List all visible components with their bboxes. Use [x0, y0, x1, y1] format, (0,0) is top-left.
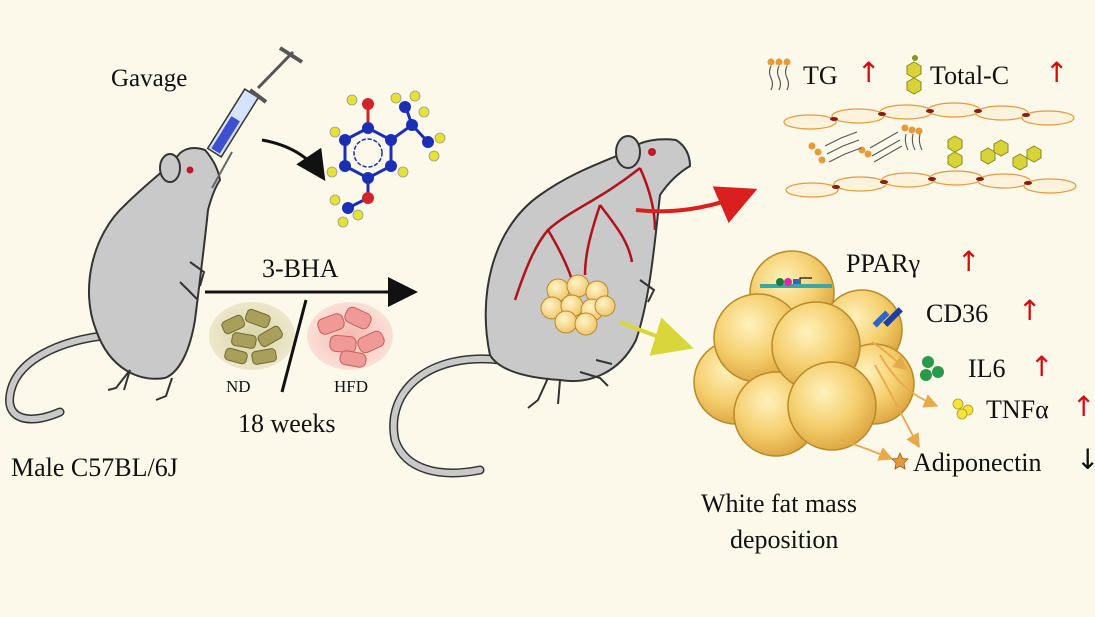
outcome-line-1: White fat mass	[701, 489, 857, 518]
ppar-label: PPARγ	[846, 249, 921, 278]
cd36-label: CD36	[926, 299, 989, 328]
lipid-arrow	[635, 186, 758, 224]
diet-divider	[280, 299, 308, 393]
fat-cell-icon	[693, 250, 915, 457]
adiponectin-label: Adiponectin	[913, 448, 1042, 477]
fat-cluster-icon	[540, 274, 616, 336]
tnf-up-arrow: ↑	[1072, 390, 1095, 423]
il6-label: IL6	[968, 354, 1006, 383]
total-c-label: Total-C	[930, 61, 1010, 90]
star-icon	[891, 452, 909, 470]
duration-label: 18 weeks	[238, 409, 336, 438]
cd36-up-arrow: ↑	[1018, 294, 1042, 327]
membrane-bottom	[785, 170, 1077, 198]
gavage-arrow	[261, 138, 326, 181]
dna-icon	[760, 277, 832, 288]
mouse-strain-label: Male C57BL/6J	[11, 453, 178, 482]
gavage-label: Gavage	[111, 65, 188, 92]
membrane-top	[783, 102, 1075, 130]
vessel-icon	[513, 167, 657, 301]
receptor-icon	[872, 307, 903, 328]
total-c-up-arrow: ↑	[1045, 56, 1069, 89]
nd-label: ND	[226, 377, 251, 396]
tnf-label: TNFα	[986, 395, 1049, 424]
ppar-up-arrow: ↑	[957, 245, 981, 278]
syringe-icon	[206, 46, 304, 189]
tg-up-arrow: ↑	[857, 56, 881, 89]
treatment-label: 3-BHA	[262, 254, 339, 283]
hfd-pellet-icon	[307, 302, 393, 370]
treated-mouse-icon	[389, 135, 692, 478]
il6-up-arrow: ↑	[1030, 350, 1054, 383]
outcome-line-2: deposition	[730, 525, 839, 554]
fat-arrow	[619, 317, 694, 356]
membrane-marks	[830, 109, 1032, 189]
cytokine-icon	[920, 356, 974, 420]
cholesterol-icon	[906, 55, 922, 95]
lipid-cluster	[808, 124, 1042, 171]
tg-label: TG	[803, 61, 838, 90]
hfd-label: HFD	[334, 377, 369, 396]
chow-pellet-icon	[209, 302, 295, 370]
adiponectin-down-arrow: ↓	[1076, 443, 1095, 476]
molecule-icon	[326, 90, 446, 228]
left-mouse-icon	[5, 147, 222, 424]
lipid-icon	[767, 58, 791, 91]
secretion-arrows	[839, 341, 939, 461]
